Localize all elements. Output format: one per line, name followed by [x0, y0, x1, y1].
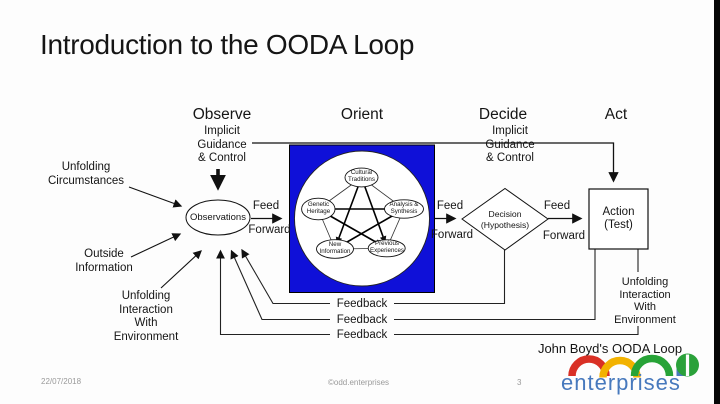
footer-copyright: ©odd.enterprises	[328, 378, 390, 387]
forward-label-1: Forward	[248, 224, 291, 236]
unfolding-interaction-arrow	[160, 250, 202, 289]
feedback-label-2: Feedback	[330, 314, 394, 328]
implicit-guidance-left-label: Implicit Guidance & Control	[197, 125, 247, 164]
odd-enterprises-logo-arcs	[568, 354, 674, 378]
feed-label-1: Feed	[252, 200, 280, 212]
cultural-traditions-ellipse	[344, 167, 379, 188]
observations-label: Observations	[190, 212, 246, 223]
logo-arc-green	[630, 354, 674, 377]
header-orient: Orient	[340, 106, 384, 123]
unfolding-circumstances-label: Unfolding Circumstances	[47, 161, 125, 187]
feedback-label-3: Feedback	[330, 329, 394, 343]
forward-label-2: Forward	[430, 229, 474, 241]
previous-experiences-label: Previous Experiences	[369, 240, 405, 254]
header-decide: Decide	[478, 106, 528, 123]
decision-label: Decision (Hypothesis)	[480, 209, 530, 230]
right-letterbox-bar	[714, 0, 720, 404]
feedback-line-3	[216, 249, 639, 336]
cultural-traditions-label: Cultural Traditions	[348, 169, 375, 183]
forward-label-3: Forward	[542, 230, 586, 242]
action-box	[588, 188, 649, 250]
new-information-ellipse	[316, 239, 354, 259]
genetic-heritage-label: Genetic Heritage	[306, 201, 331, 215]
implicit-guidance-right-label: Implicit Guidance & Control	[485, 125, 535, 164]
observations-ellipse	[185, 199, 251, 236]
decision-diamond	[461, 187, 549, 251]
previous-experiences-ellipse	[367, 239, 406, 258]
header-act: Act	[604, 106, 628, 123]
feed-label-2: Feed	[436, 200, 464, 212]
diagram-caption: John Boyd's OODA Loop	[537, 341, 683, 356]
feed-label-3: Feed	[543, 200, 571, 212]
new-information-label: New Information	[319, 241, 351, 255]
genetic-heritage-ellipse	[301, 197, 336, 221]
header-observe: Observe	[192, 106, 252, 123]
feedback-label-1: Feedback	[330, 297, 394, 312]
footer-page-number: 3	[517, 378, 522, 387]
analysis-synthesis-label: Analysis & Synthesis	[389, 201, 419, 215]
footer-date: 22/07/2018	[41, 377, 82, 386]
analysis-synthesis-ellipse	[384, 199, 424, 219]
action-label: Action (Test)	[602, 206, 635, 231]
odd-enterprises-wordmark: enterprises	[561, 370, 681, 395]
unfolding-interaction-left-label: Unfolding Interaction With Environment	[113, 290, 179, 343]
page-title: Introduction to the OODA Loop	[40, 29, 415, 60]
outside-information-label: Outside Information	[75, 248, 133, 274]
logo-leaf-split	[685, 354, 690, 376]
feedback-line-2	[230, 249, 596, 321]
implicit-guidance-connector	[252, 142, 619, 183]
unfolding-circumstances-arrow	[128, 186, 183, 208]
unfolding-interaction-right-label: Unfolding Interaction With Environment	[614, 276, 676, 326]
outside-information-arrow	[130, 233, 182, 258]
